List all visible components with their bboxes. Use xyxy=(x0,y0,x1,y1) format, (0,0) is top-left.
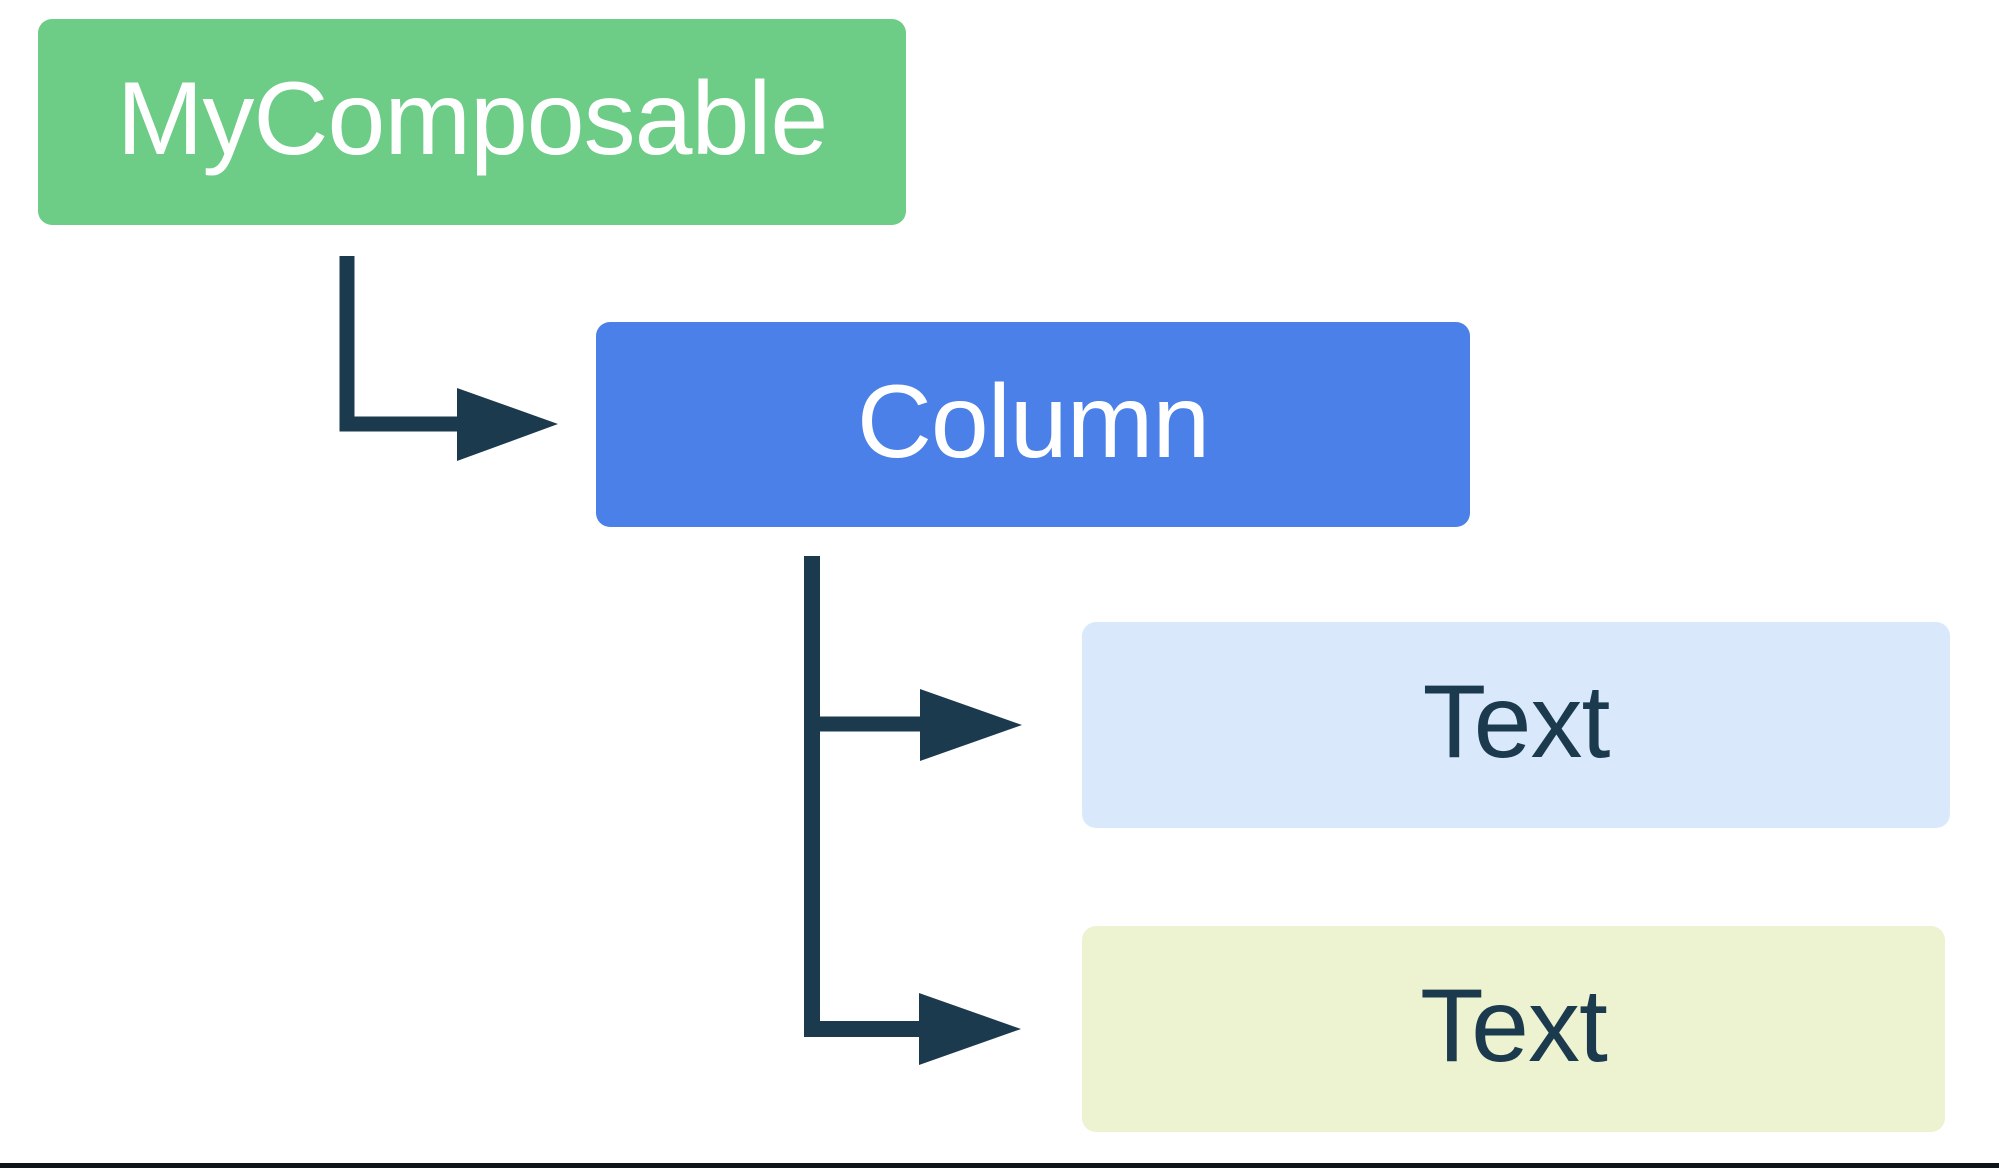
arrowhead-icon xyxy=(920,689,1022,761)
node-column-label: Column xyxy=(856,363,1210,480)
connector-mycomposable-to-column xyxy=(339,256,558,461)
node-text-second-label: Text xyxy=(1420,968,1608,1084)
elbow-line xyxy=(339,256,462,432)
node-column: Column xyxy=(596,322,1470,527)
node-text-second: Text xyxy=(1082,926,1945,1132)
arrowhead-icon xyxy=(457,388,558,461)
node-mycomposable-label: MyComposable xyxy=(116,61,829,177)
arrowhead-icon xyxy=(919,993,1021,1065)
node-text-first-label: Text xyxy=(1422,664,1611,780)
connector-column-to-text-2 xyxy=(804,993,1021,1065)
bottom-border-rule xyxy=(0,1163,1999,1168)
node-text-first: Text xyxy=(1082,622,1950,828)
connector-column-to-text-1 xyxy=(804,689,1022,761)
node-mycomposable: MyComposable xyxy=(38,19,906,225)
